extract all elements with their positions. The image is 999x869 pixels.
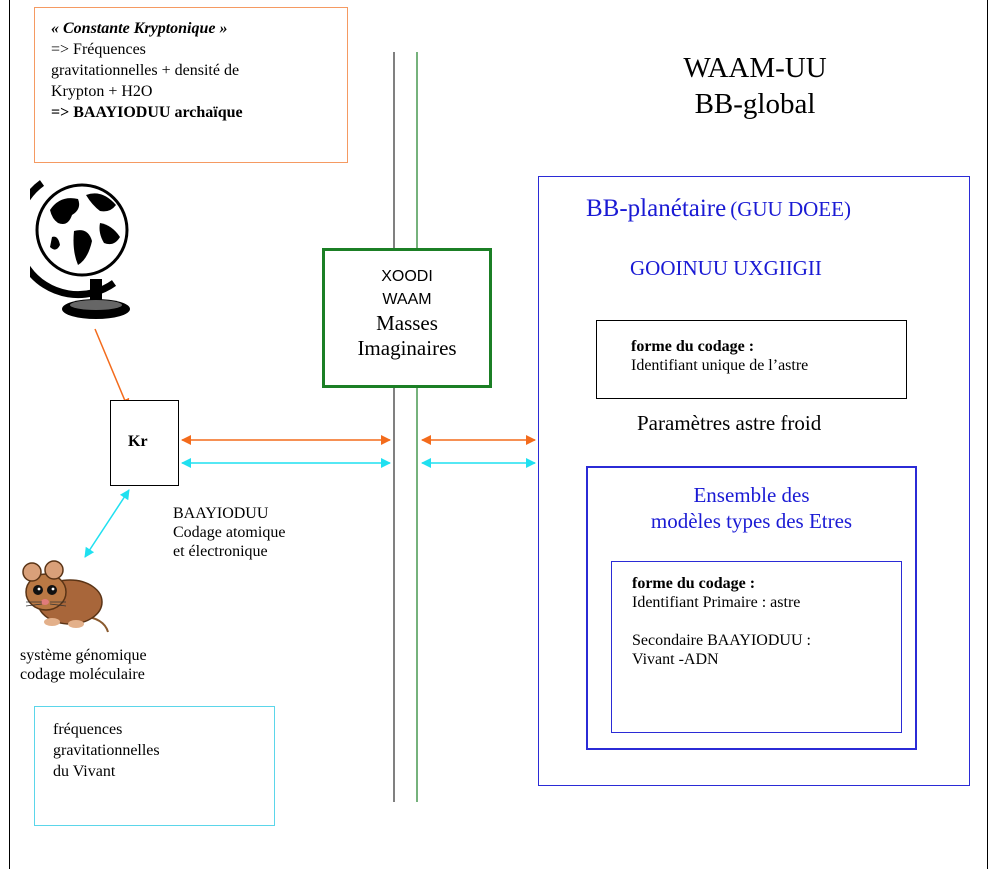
- freq-line-3: du Vivant: [53, 763, 116, 780]
- waam-title-line-1: WAAM-UU: [683, 52, 827, 84]
- outer-frame: [9, 0, 988, 869]
- xoodi-line-1: XOODI: [381, 268, 433, 285]
- genome-line-1: système génomique: [20, 647, 147, 664]
- codage-box-2: forme du codage : Identifiant Primaire :…: [611, 561, 902, 733]
- bbp-subtitle: GOOINUU UXGIIGII: [630, 256, 822, 280]
- note-line-1: « Constante Kryptonique »: [51, 20, 228, 37]
- mouse-icon: [22, 560, 109, 633]
- xoodi-box: XOODI WAAM Masses Imaginaires: [322, 248, 492, 388]
- globe-icon: [30, 180, 130, 319]
- kryptonique-note-box: « Constante Kryptonique » => Fréquences …: [34, 7, 348, 163]
- waam-title-line-2: BB-global: [694, 88, 816, 120]
- globe-to-kr-arrow: [94, 328, 130, 409]
- freq-line-2: gravitationnelles: [53, 742, 160, 759]
- codage2-line-3: Vivant -ADN: [632, 651, 719, 668]
- freq-line-1: fréquences: [53, 721, 123, 738]
- xoodi-line-2: WAAM: [382, 291, 432, 308]
- baayioduu-line-3: et électronique: [173, 543, 268, 560]
- bbp-title: BB-planétaire: [586, 195, 727, 222]
- kr-label: Kr: [128, 433, 148, 450]
- kr-to-mouse-arrow: [84, 489, 130, 558]
- kr-box: Kr: [110, 400, 179, 486]
- waam-title: WAAM-UU BB-global: [640, 50, 870, 122]
- codage1-title: forme du codage :: [631, 338, 755, 355]
- codage1-text: Identifiant unique de l’astre: [631, 357, 809, 374]
- baayioduu-line-2: Codage atomique: [173, 524, 286, 541]
- frequences-box: fréquences gravitationnelles du Vivant: [34, 706, 275, 826]
- xoodi-line-3: Masses: [376, 311, 438, 335]
- bbp-title-row: BB-planétaire (GUU DOEE): [586, 195, 851, 223]
- genome-label: système génomique codage moléculaire: [20, 646, 147, 684]
- ensemble-line-1: Ensemble des: [693, 483, 810, 507]
- xoodi-line-4: Imaginaires: [357, 336, 457, 360]
- note-line-3: gravitationnelles + densité de: [51, 62, 240, 79]
- bbp-title-suffix: (GUU DOEE): [730, 197, 851, 221]
- codage2-line-2: Secondaire BAAYIODUU :: [632, 632, 811, 649]
- baayioduu-label: BAAYIODUU Codage atomique et électroniqu…: [173, 504, 285, 561]
- codage2-title: forme du codage :: [632, 575, 756, 592]
- params-label: Paramètres astre froid: [637, 411, 822, 435]
- codage-box-1: forme du codage : Identifiant unique de …: [596, 320, 907, 399]
- ensemble-line-2: modèles types des Etres: [650, 509, 853, 533]
- note-line-2: => Fréquences: [51, 41, 146, 58]
- note-line-5: => BAAYIODUU archaïque: [51, 104, 243, 121]
- baayioduu-line-1: BAAYIODUU: [173, 505, 269, 522]
- genome-line-2: codage moléculaire: [20, 666, 145, 683]
- note-line-4: Krypton + H2O: [51, 83, 153, 100]
- codage2-line-1: Identifiant Primaire : astre: [632, 594, 801, 611]
